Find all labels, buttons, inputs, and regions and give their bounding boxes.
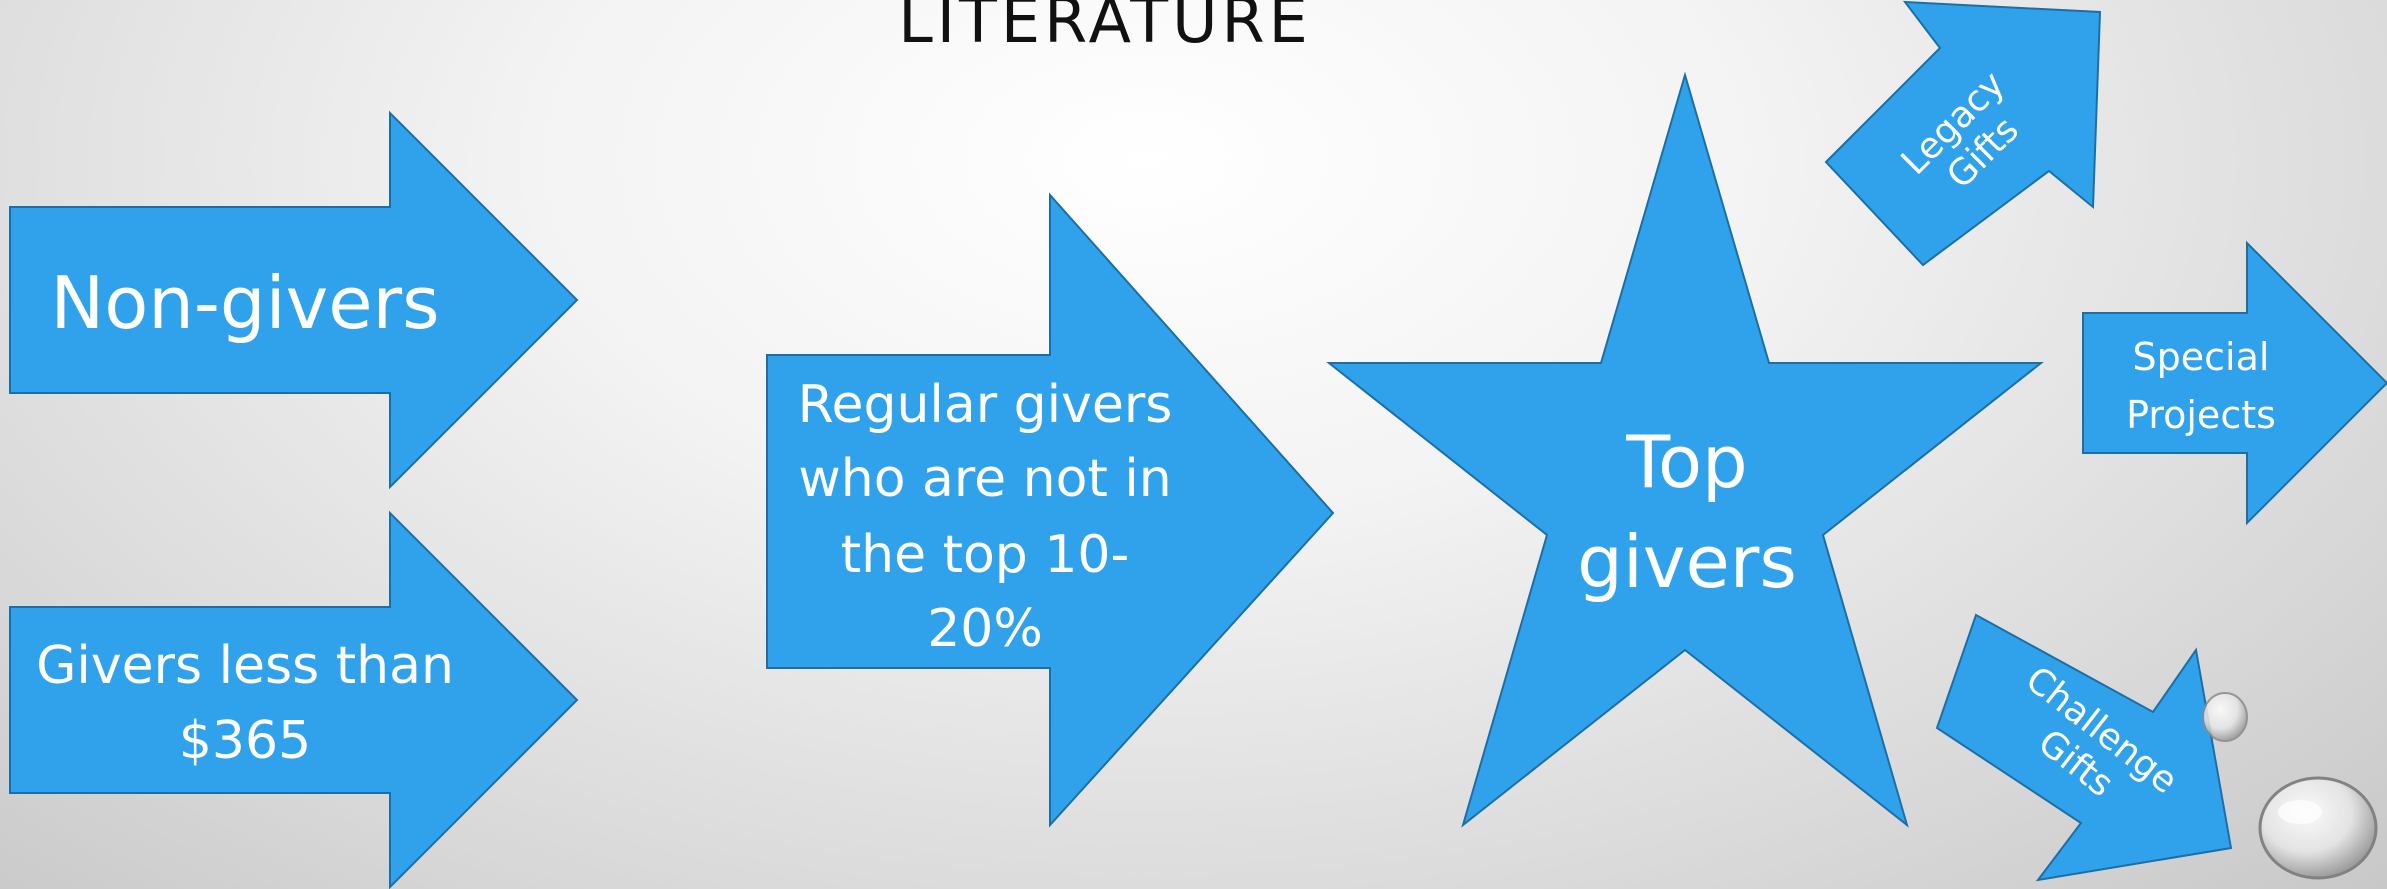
regular-givers-arrow: Regular givers who are not in the top 10… xyxy=(766,192,1335,828)
slide-title: LITERATURE xyxy=(898,0,1312,57)
givers-less-label-line1: Givers less than xyxy=(36,636,454,696)
non-givers-arrow: Non-givers xyxy=(9,110,579,490)
special-projects-label-line2: Projects xyxy=(2126,393,2276,437)
legacy-gifts-arrow: Legacy Gifts xyxy=(1824,0,2102,267)
givers-less-than-365-arrow: Givers less than $365 xyxy=(9,510,579,889)
regular-givers-label-line2: who are not in xyxy=(798,449,1172,509)
top-givers-label-line2: givers xyxy=(1577,520,1797,604)
non-givers-label: Non-givers xyxy=(50,261,439,345)
regular-givers-label-line4: 20% xyxy=(927,599,1043,659)
water-droplet-large xyxy=(2258,776,2378,880)
regular-givers-label-line1: Regular givers xyxy=(798,375,1173,435)
special-projects-label-line1: Special xyxy=(2133,335,2270,379)
challenge-gifts-arrow: Challenge Gifts xyxy=(1935,613,2233,882)
top-givers-label-line1: Top xyxy=(1625,420,1748,504)
top-givers-star: Top givers xyxy=(1326,71,2044,828)
givers-less-label-line2: $365 xyxy=(179,711,311,771)
regular-givers-label-line3: the top 10- xyxy=(841,525,1130,585)
water-droplet-small xyxy=(2202,692,2248,742)
special-projects-arrow: Special Projects xyxy=(2082,240,2387,526)
